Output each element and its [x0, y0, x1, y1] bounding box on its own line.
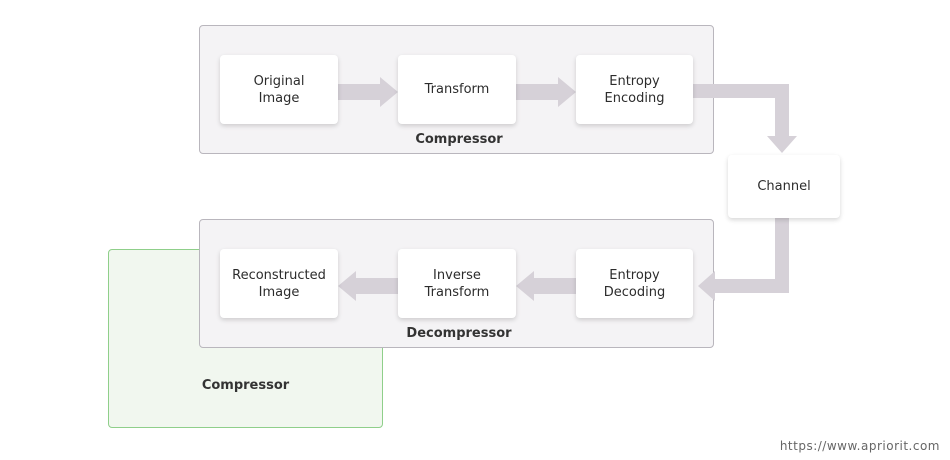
node-transform: Transform	[398, 55, 516, 124]
node-original-image: Original Image	[220, 55, 338, 124]
node-entropy-encoding: Entropy Encoding	[576, 55, 693, 124]
highlight-group-label: Compressor	[201, 378, 290, 393]
node-entropy-decoding: Entropy Decoding	[576, 249, 693, 318]
compressor-group-label: Compressor	[415, 132, 503, 147]
node-reconstructed-image: Reconstructed Image	[220, 249, 338, 318]
decompressor-group-label: Decompressor	[406, 326, 512, 341]
arrow-channel-to-decoding	[698, 218, 789, 301]
source-url: https://www.apriorit.com	[779, 439, 940, 453]
arrow-decoding-to-inverse	[516, 271, 576, 301]
arrow-transform-to-encoding	[516, 77, 576, 107]
arrow-original-to-transform	[338, 77, 398, 107]
node-inverse-transform: Inverse Transform	[398, 249, 516, 318]
arrow-inverse-to-reconstructed	[338, 271, 398, 301]
arrow-encoding-to-channel	[693, 84, 797, 153]
node-channel: Channel	[728, 155, 840, 218]
